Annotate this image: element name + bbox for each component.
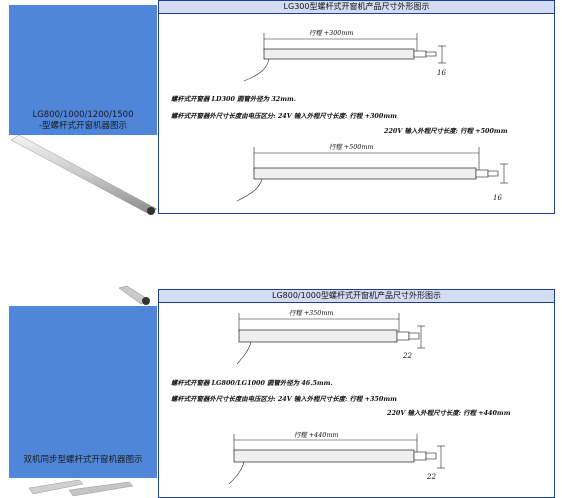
product-photo: [9, 134, 158, 215]
note-line-2: 螺杆式开窗器外尺寸长度由电压区分: 24V 输入外程尺寸长度: 行程 +350m…: [171, 395, 397, 403]
rod-end-icon: [118, 285, 150, 305]
stroke-dimension-top: 行程 +350mm: [289, 309, 334, 317]
sidebar-panel-bottom: [9, 286, 157, 498]
side-dimension-top: 16: [437, 69, 446, 77]
actuator-drawing: [228, 313, 445, 485]
stroke-dimension-bottom: 行程 +500mm: [329, 143, 374, 151]
rod-photo-icon: [10, 134, 158, 215]
spec-panel-bottom: LG800/1000型螺杆式开窗机产品尺寸外形图示 行程 +350mm 22 螺…: [158, 289, 555, 498]
panel-title: LG800/1000型螺杆式开窗机产品尺寸外形图示: [159, 290, 554, 303]
note-line-1: 螺杆式开窗器 LG800/LG1000 圆管外径为 46.5mm.: [171, 379, 333, 387]
sidebar-bottom-photo: [9, 478, 157, 498]
side-dimension-bottom: 16: [493, 194, 502, 202]
dual-rod-icon: [28, 479, 134, 497]
note-line-3: 220V 输入外程尺寸长度: 行程 +440mm: [387, 409, 511, 417]
stroke-dimension-bottom: 行程 +440mm: [294, 431, 339, 439]
note-line-2: 螺杆式开窗器外尺寸长度由电压区分: 24V 输入外程尺寸长度: 行程 +300m…: [171, 112, 397, 120]
side-dimension-top: 22: [403, 352, 412, 360]
sidebar-label: LG800/1000/1200/1500 -型螺杆式开窗机器图示: [32, 110, 134, 131]
note-line-1: 螺杆式开窗器 LD300 圆管外径为 32mm.: [171, 95, 296, 103]
sidebar-photo-strip: [9, 285, 157, 306]
actuator-drawing: [236, 33, 508, 202]
note-line-3: 220V 输入外程尺寸长度: 行程 +500mm: [384, 127, 508, 135]
sidebar-label: 双机同步型螺杆式开窗机器图示: [23, 455, 143, 465]
side-dimension-bottom: 22: [427, 473, 436, 481]
stroke-dimension-top: 行程 +300mm: [309, 29, 354, 37]
spec-panel-top: LG300型螺杆式开窗机产品尺寸外形图示 行程 +300mm 16 螺杆式开窗器…: [158, 0, 555, 214]
panel-title: LG300型螺杆式开窗机产品尺寸外形图示: [159, 1, 554, 14]
sidebar-top-white-cap: [9, 0, 157, 5]
